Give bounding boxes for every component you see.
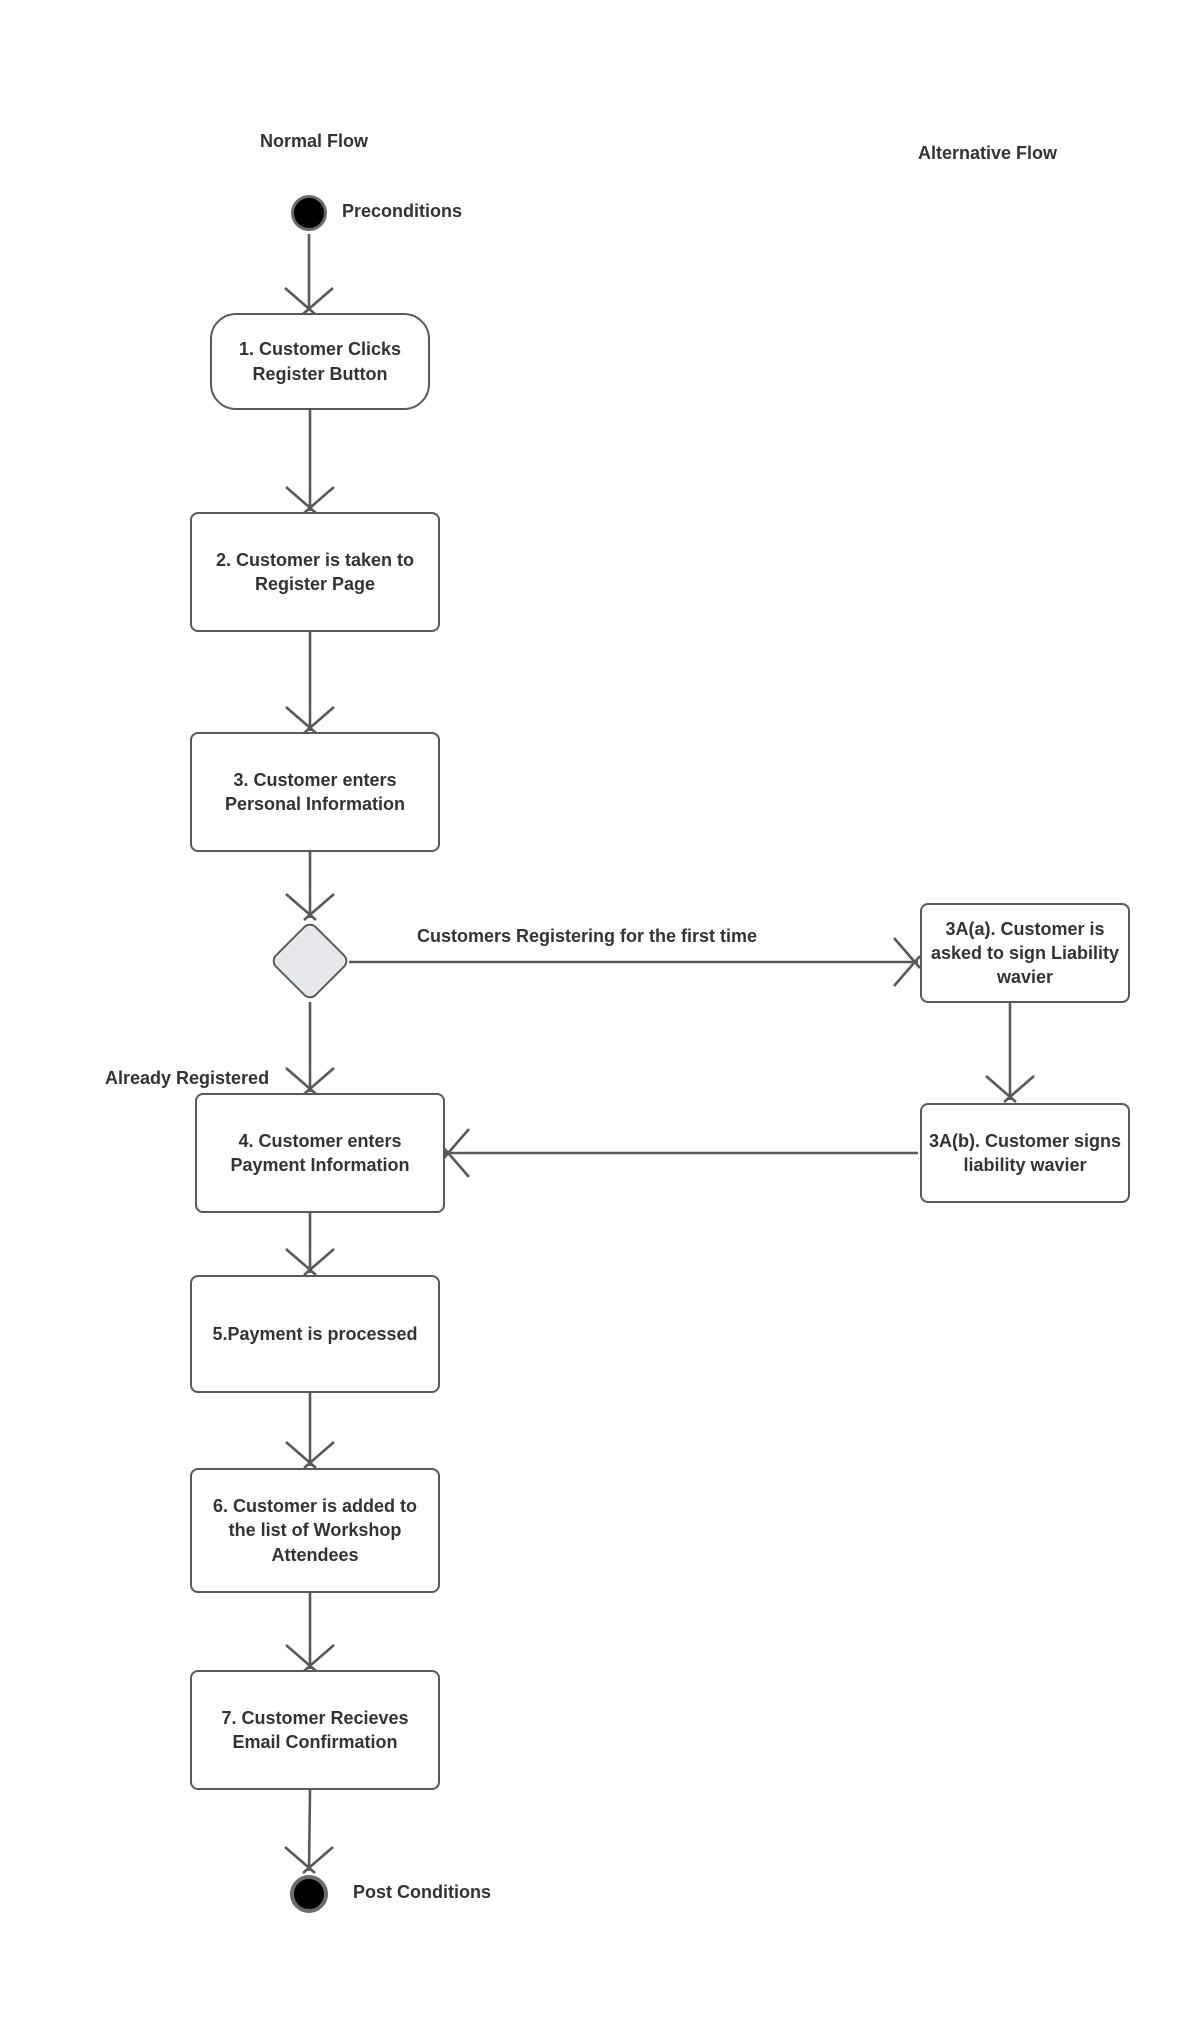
edge-alt-b-to-step4: [442, 1128, 918, 1178]
normal-flow-heading: Normal Flow: [260, 131, 369, 151]
edge-step2-to-step3: [285, 632, 335, 734]
step-5-box[interactable]: 5.Payment is processed: [190, 1275, 440, 1393]
edge-step3-to-decision: [285, 852, 335, 921]
step-2-box[interactable]: 2. Customer is taken to Register Page: [190, 512, 440, 632]
step-1-box[interactable]: 1. Customer Clicks Register Button: [210, 313, 430, 410]
edge-start-to-step1: [284, 234, 334, 315]
edge-decision-to-alt-a: [349, 937, 921, 987]
end-node[interactable]: [290, 1875, 328, 1913]
edge-step5-to-step6: [285, 1393, 335, 1469]
edge-alt-a-to-alt-b: [985, 1003, 1035, 1103]
edge-step7-to-end: [284, 1789, 334, 1874]
step-3-box[interactable]: 3. Customer enters Personal Information: [190, 732, 440, 852]
start-node-label: Preconditions: [342, 201, 463, 221]
edge-decision-to-step4: [285, 1002, 335, 1095]
step-7-box[interactable]: 7. Customer Recieves Email Confirmation: [190, 1670, 440, 1790]
branch-label-first-time: Customers Registering for the first time: [417, 926, 758, 946]
edge-step1-to-step2: [285, 410, 335, 514]
edge-step4-to-step5: [285, 1213, 335, 1276]
step-4-box[interactable]: 4. Customer enters Payment Information: [195, 1093, 445, 1213]
edge-step6-to-step7: [285, 1593, 335, 1672]
alternative-flow-heading: Alternative Flow: [918, 143, 1058, 163]
start-node[interactable]: [291, 195, 327, 231]
alt-step-3aa-box[interactable]: 3A(a). Customer is asked to sign Liabili…: [920, 903, 1130, 1003]
branch-label-already-registered: Already Registered: [105, 1068, 270, 1088]
alt-step-3ab-box[interactable]: 3A(b). Customer signs liability wavier: [920, 1103, 1130, 1203]
end-node-label: Post Conditions: [353, 1882, 491, 1902]
step-6-box[interactable]: 6. Customer is added to the list of Work…: [190, 1468, 440, 1593]
